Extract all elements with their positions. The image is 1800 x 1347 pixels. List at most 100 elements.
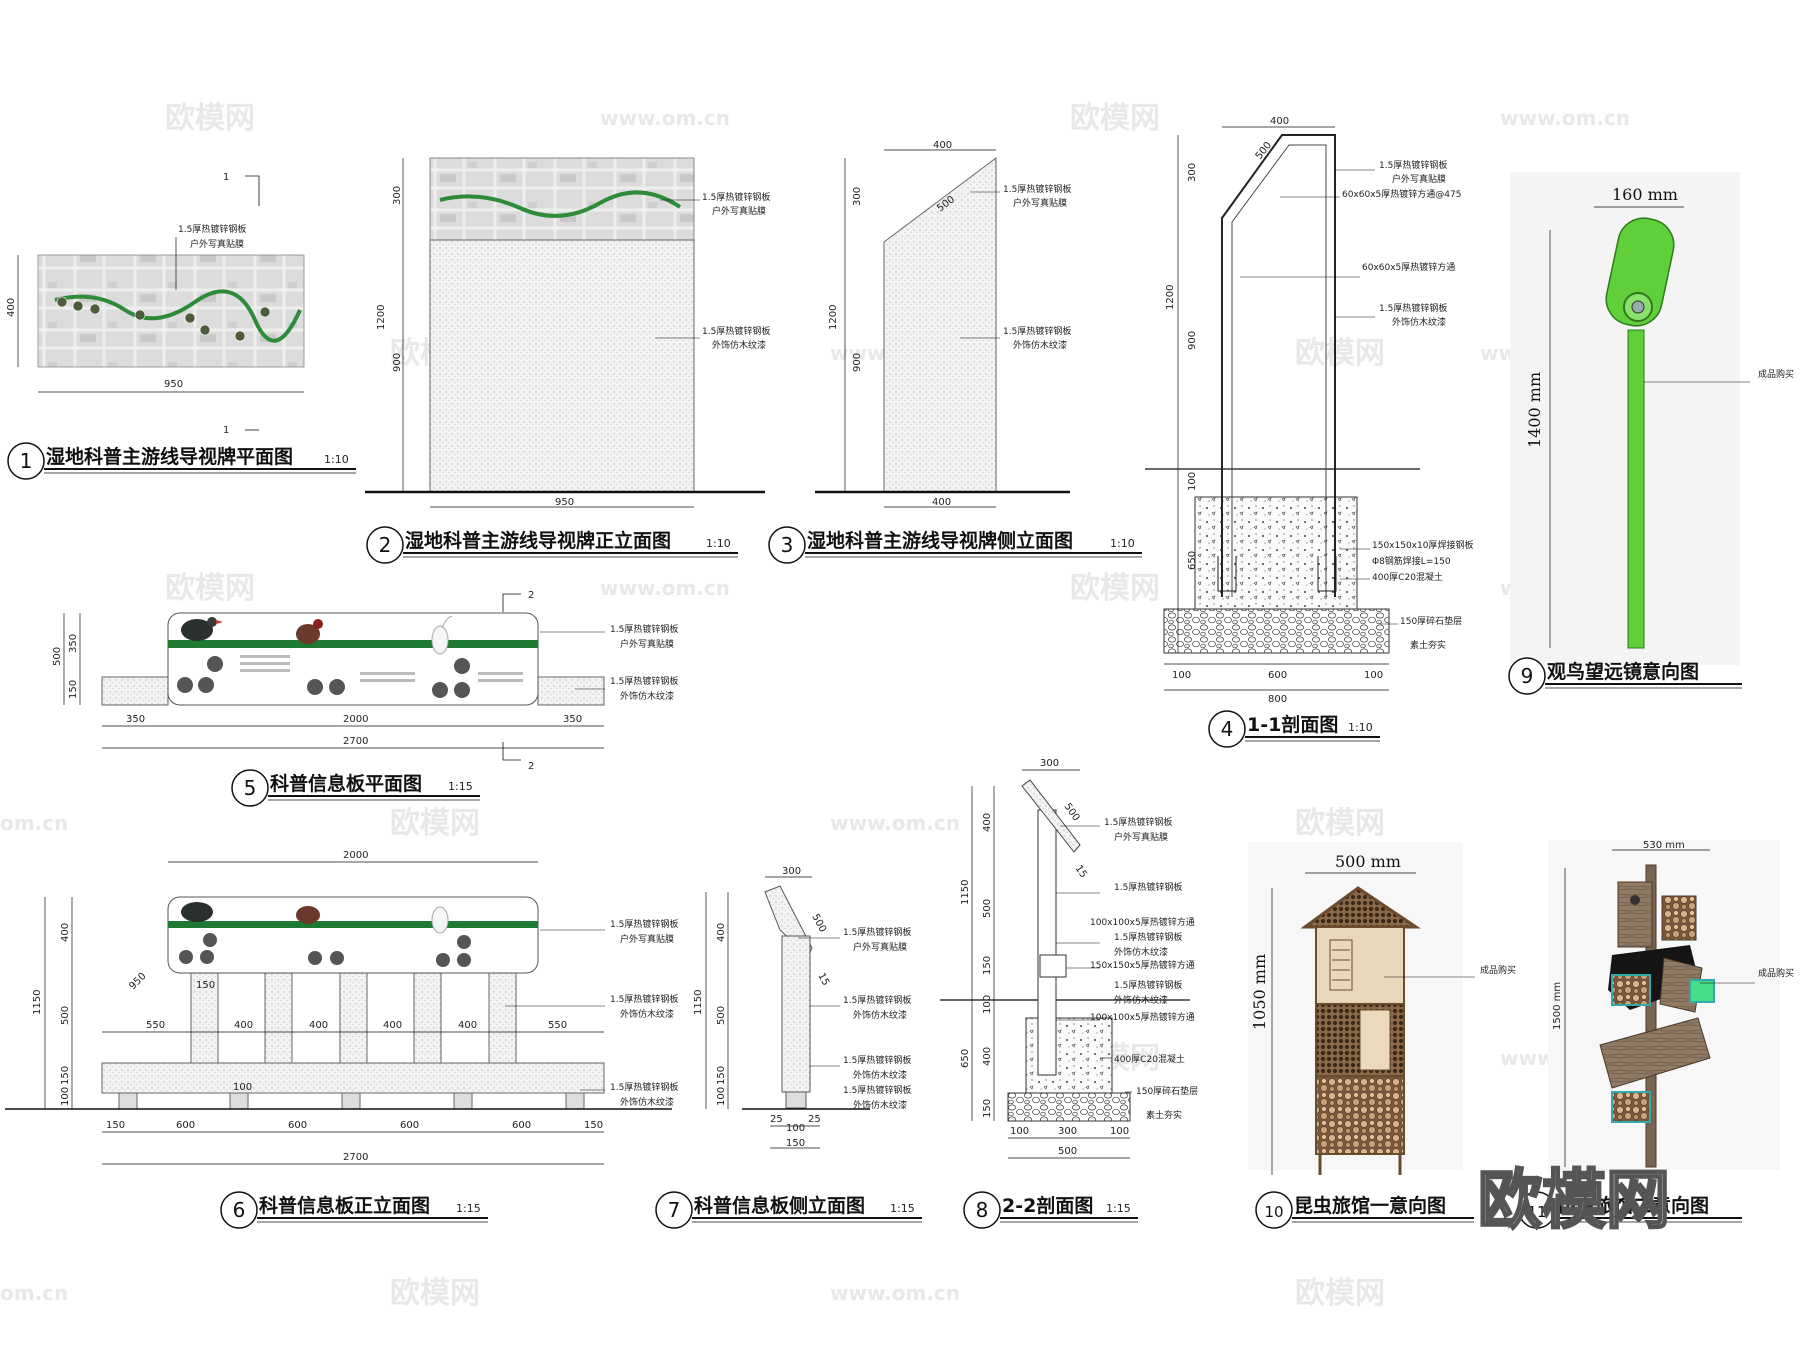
drawing-4-section: 100 600 100 800 400 500 300 1200 900 100… xyxy=(1145,116,1473,705)
dim-8-w500: 500 xyxy=(1058,1146,1077,1157)
dim-6-radius: 950 xyxy=(127,971,148,992)
drawing-7-info-side: 300 500 15 1150 400 500 150 100 25 100 2… xyxy=(693,866,911,1149)
label-concrete-8: 400厚C20混凝土 xyxy=(1114,1053,1185,1065)
watermark-logo: 欧模网 xyxy=(1070,101,1160,136)
watermark-logo: 欧模网 xyxy=(1295,806,1385,841)
title-scale: 1:10 xyxy=(324,453,349,466)
dim-8-w100b: 100 xyxy=(1110,1126,1129,1137)
title-text: 昆虫旅馆一意向图 xyxy=(1294,1194,1446,1217)
title-number: 11 xyxy=(1527,1203,1546,1221)
label-wood-grain-5: 外饰仿木纹漆 xyxy=(620,690,674,702)
label-steel-plate-5b: 1.5厚热镀锌钢板 xyxy=(610,675,678,687)
dim-1-height: 400 xyxy=(6,298,17,317)
cut-mark-1-bottom: 1 xyxy=(223,425,229,436)
title-number-circle xyxy=(220,1191,258,1229)
label-tube-60: 60x60x5厚热镀锌方通 xyxy=(1362,261,1455,273)
title-text: 湿地科普主游线导视牌侧立面图 xyxy=(807,529,1073,552)
dim-6-g400d: 400 xyxy=(458,1020,477,1031)
drawing-5-info-plan: 2 2 350 2000 350 2700 500 350 150 1.5厚热镀… xyxy=(52,590,678,772)
title-number-circle xyxy=(963,1191,1001,1229)
dim-6-h100: 100 xyxy=(60,1087,71,1106)
hotel2-board-2 xyxy=(1599,1017,1711,1089)
label-wood-grain-8: 外饰仿木纹漆 xyxy=(1114,946,1168,958)
dim-4-low: 900 xyxy=(1187,331,1198,350)
dim-6-g400c: 400 xyxy=(383,1020,402,1031)
dim-5-h350: 350 xyxy=(68,634,79,653)
title-number-circle xyxy=(1508,657,1546,695)
label-steel-plate-5a: 1.5厚热镀锌钢板 xyxy=(610,623,678,635)
label-concrete-4: 400厚C20混凝土 xyxy=(1372,571,1443,583)
label-finished-9: 成品购买 xyxy=(1758,368,1794,380)
dim-4-footing: 650 xyxy=(1187,551,1198,570)
hotel2-birdbox xyxy=(1617,881,1653,948)
dim-7-w25a: 25 xyxy=(770,1114,783,1125)
gravel-2-2 xyxy=(1007,1092,1131,1122)
dim-2-width: 950 xyxy=(555,497,574,508)
dim-6-b600c: 600 xyxy=(400,1120,419,1131)
title-scale: 1:15 xyxy=(890,1202,915,1215)
dim-4-gap: 100 xyxy=(1187,472,1198,491)
label-steel-plate-2b: 1.5厚热镀锌钢板 xyxy=(702,325,770,337)
dim-8-h1150: 1150 xyxy=(960,880,971,905)
dim-9-height: 1400 mm xyxy=(1525,372,1544,448)
label-outdoor-print-5: 户外写真贴膜 xyxy=(620,638,674,650)
title-number-circle xyxy=(768,526,806,564)
dim-6-h400: 400 xyxy=(60,923,71,942)
title-scale: 1:10 xyxy=(706,537,731,550)
dim-6-g550b: 550 xyxy=(548,1020,567,1031)
watermark-logo: 欧模网 xyxy=(1295,1276,1385,1311)
dim-8-w100a: 100 xyxy=(1010,1126,1029,1137)
drawing-3-side-elevation: 400 500 300 1200 900 400 1.5厚热镀锌钢板 户外写真贴… xyxy=(815,140,1071,508)
label-steel-plate-7a: 1.5厚热镀锌钢板 xyxy=(843,926,911,938)
title-number-circle xyxy=(1255,1191,1293,1229)
label-steel-plate-6a: 1.5厚热镀锌钢板 xyxy=(610,918,678,930)
hotel2-box-teal-2 xyxy=(1611,1091,1651,1123)
dim-6-h1150: 1150 xyxy=(32,990,43,1015)
drawing-10-insect-hotel: 500 mm 1050 mm 成品购买 xyxy=(1248,842,1516,1175)
dim-7-w100: 100 xyxy=(786,1123,805,1134)
dim-9-width: 160 mm xyxy=(1612,185,1678,204)
title-number-circle xyxy=(655,1191,693,1229)
dim-5-h: 500 xyxy=(52,647,63,666)
title-number-circle xyxy=(231,769,269,807)
label-steel-plate-2a: 1.5厚热镀锌钢板 xyxy=(702,191,770,203)
watermark-url: www.om.cn xyxy=(600,106,730,130)
title-number-circle xyxy=(366,526,404,564)
dim-10-width: 500 mm xyxy=(1335,852,1401,871)
dim-6-g550a: 550 xyxy=(146,1020,165,1031)
dim-4-w100b: 100 xyxy=(1364,670,1383,681)
board-base-bench xyxy=(101,1062,605,1094)
label-outdoor-print-6: 户外写真贴膜 xyxy=(620,933,674,945)
watermark-url: om.cn xyxy=(0,1281,68,1305)
dim-6-post: 150 xyxy=(196,980,215,991)
dim-6-top: 2000 xyxy=(343,850,368,861)
dim-8-h500: 500 xyxy=(982,899,993,918)
label-wood-grain-8b: 外饰仿木纹漆 xyxy=(1114,994,1168,1006)
label-soil-8: 素土夯实 xyxy=(1146,1109,1182,1121)
title-number: 8 xyxy=(976,1198,989,1222)
sign-map-header xyxy=(429,157,695,241)
dim-7-h1150: 1150 xyxy=(693,990,704,1015)
label-steel-plate-4a: 1.5厚热镀锌钢板 xyxy=(1379,159,1447,171)
dim-3-width: 400 xyxy=(932,497,951,508)
dim-5-w350b: 350 xyxy=(563,714,582,725)
label-steel-plate-3b: 1.5厚热镀锌钢板 xyxy=(1003,325,1071,337)
dim-4-w100a: 100 xyxy=(1172,670,1191,681)
drawing-11-insect-hotel-2: 530 mm 1500 mm 成品购买 xyxy=(1548,840,1794,1170)
label-outdoor-print-4: 户外写真贴膜 xyxy=(1392,173,1446,185)
label-anchor: Φ8钢筋焊接L=150 xyxy=(1372,555,1451,567)
watermark-url: www.om.cn xyxy=(830,811,960,835)
label-tube-475: 60x60x5厚热镀锌方通@475 xyxy=(1342,188,1461,200)
title-scale: 1:15 xyxy=(456,1202,481,1215)
frame-post xyxy=(1221,134,1336,597)
hotel2-box-teal-1 xyxy=(1611,974,1651,1006)
concrete-footing xyxy=(1194,496,1358,610)
title-number: 7 xyxy=(668,1198,681,1222)
dim-4-w800: 800 xyxy=(1268,694,1287,705)
dim-8-h400b: 400 xyxy=(982,1047,993,1066)
drawing-2-front-elevation: 950 300 1200 900 1.5厚热镀锌钢板 户外写真贴膜 1.5厚热镀… xyxy=(365,157,770,508)
dim-2-low: 900 xyxy=(392,353,403,372)
sign-body-panel xyxy=(429,239,695,493)
label-steel-plate-8d: 1.5厚热镀锌钢板 xyxy=(1114,979,1182,991)
